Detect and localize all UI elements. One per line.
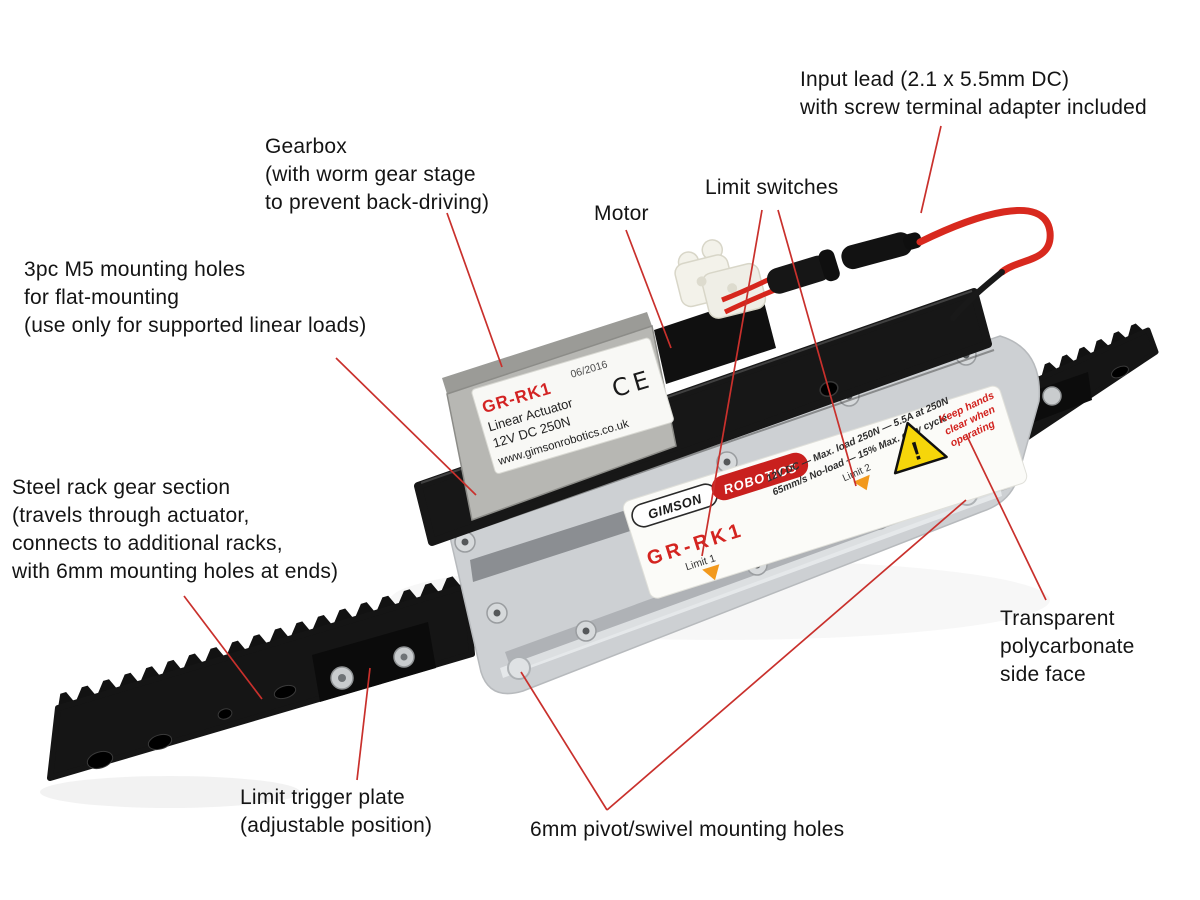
callout-pivot-holes: 6mm pivot/swivel mounting holes [530, 816, 844, 844]
dome-screw [486, 602, 508, 624]
callout-line: Motor [594, 202, 649, 225]
callout-limit-switches: Limit switches [705, 174, 839, 202]
callout-line: (use only for supported linear loads) [24, 314, 367, 337]
dome-screw [575, 620, 597, 642]
leader-input-lead [920, 125, 942, 214]
leader-m5-holes [335, 357, 477, 496]
callout-input-lead: Input lead (2.1 x 5.5mm DC) with screw t… [800, 66, 1147, 122]
dc-connector-1 [766, 249, 840, 294]
red-input-wire [916, 207, 1054, 276]
callout-line: (with worm gear stage [265, 163, 476, 186]
callout-motor: Motor [594, 200, 649, 228]
callout-line: with 6mm mounting holes at ends) [12, 560, 339, 583]
rack-hole [1111, 365, 1129, 379]
callout-gearbox: Gearbox (with worm gear stage to prevent… [265, 133, 489, 217]
callout-line: Input lead (2.1 x 5.5mm DC) [800, 68, 1070, 91]
gearbox-top-face [442, 312, 652, 394]
input-lead-assembly [674, 207, 1054, 321]
callout-line: connects to additional racks, [12, 532, 283, 555]
rack-teeth-left-icon [58, 576, 466, 708]
leader-limit-switch-2 [777, 209, 857, 487]
leader-gearbox [446, 212, 503, 368]
pivot-hole-left [507, 656, 531, 680]
callout-line: to prevent back-driving) [265, 191, 490, 214]
callout-line: (adjustable position) [240, 814, 433, 837]
leader-steel-rack [183, 595, 263, 700]
callout-line: Gearbox [265, 135, 347, 158]
rack-hole [217, 708, 233, 720]
callout-line: Limit trigger plate [240, 786, 405, 809]
gearbox: GR-RK1 06/2016 Linear Actuator 12V DC 25… [442, 312, 677, 522]
callout-line: Transparent [1000, 607, 1115, 630]
rack-end-hole [147, 733, 173, 751]
leader-pivot-right [606, 499, 967, 811]
limit-trigger-plate [312, 622, 436, 702]
shadow [40, 776, 300, 808]
callout-line: with screw terminal adapter included [800, 96, 1147, 119]
rack-gear-right [996, 323, 1159, 447]
callout-line: for flat-mounting [24, 286, 180, 309]
leader-trigger-plate [356, 667, 371, 781]
callout-transparent-face: Transparent polycarbonate side face [1000, 605, 1135, 689]
screw-socket [338, 674, 346, 682]
callout-trigger-plate: Limit trigger plate (adjustable position… [240, 784, 432, 840]
callout-line: Steel rack gear section [12, 476, 231, 499]
warning-triangle-icon [893, 421, 948, 475]
trigger-plate-screw [1042, 386, 1062, 406]
rack-hole [273, 684, 297, 700]
leader-pivot-left [520, 671, 608, 811]
limit2-marker-icon [853, 474, 870, 491]
black-wire-tail [950, 269, 1005, 321]
rack-gear-left [47, 576, 475, 781]
limit1-marker-icon [702, 564, 720, 581]
sticker-background [471, 337, 674, 474]
leader-lines [183, 125, 1047, 811]
callout-line: side face [1000, 663, 1086, 686]
callout-line: (travels through actuator, [12, 504, 250, 527]
leader-limit-switch-1 [701, 209, 763, 557]
callout-steel-rack: Steel rack gear section (travels through… [12, 474, 338, 586]
robotics-logo-pill [711, 452, 809, 501]
callout-line: polycarbonate [1000, 635, 1135, 658]
rack-body-left [47, 583, 475, 781]
callout-line: Limit switches [705, 176, 839, 199]
bottom-edge-highlight [500, 486, 1002, 678]
leader-motor [625, 229, 672, 349]
screw-socket [400, 653, 408, 661]
dome-screw [454, 531, 476, 553]
dc-connector-2 [841, 232, 922, 270]
leader-transparent-face [965, 433, 1047, 601]
callout-m5-mounting-holes: 3pc M5 mounting holes for flat-mounting … [24, 256, 366, 340]
motor-body [654, 294, 776, 384]
callout-line: 6mm pivot/swivel mounting holes [530, 818, 845, 841]
callout-line: 3pc M5 mounting holes [24, 258, 246, 281]
rack-end-hole [86, 750, 114, 770]
